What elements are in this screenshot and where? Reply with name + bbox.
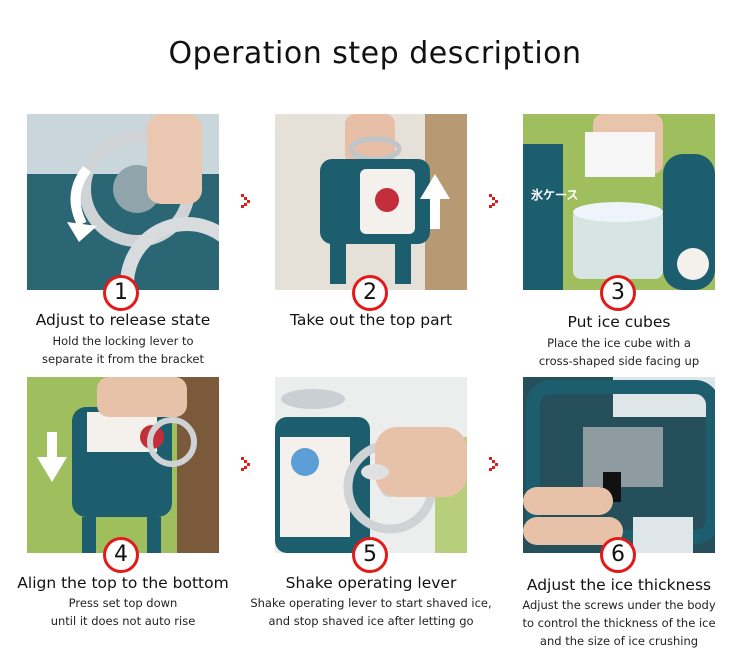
- step-4-title: Align the top to the bottom: [17, 574, 229, 592]
- step-6-title: Adjust the ice thickness: [526, 576, 712, 594]
- chevron-right-pixel-icon: [489, 457, 498, 471]
- step-6-desc-line-1: Adjust the screws under the body: [522, 598, 716, 612]
- step-3-title: Put ice cubes: [567, 313, 671, 331]
- step-3-desc-line-1: Place the ice cube with a: [547, 336, 691, 350]
- chevron-right-pixel-icon: [241, 457, 250, 471]
- step-1-number-badge: 1: [103, 275, 139, 311]
- page-title: Operation step description: [168, 36, 582, 71]
- step-3-photo: 氷ケース: [523, 114, 715, 290]
- step-1-desc-line-2: separate it from the bracket: [42, 352, 204, 366]
- step-6-number-badge: 6: [600, 537, 636, 573]
- chevron-right-pixel-icon: [241, 194, 250, 208]
- step-4-desc-line-1: Press set top down: [68, 596, 178, 610]
- step-3-number-badge: 3: [600, 275, 636, 311]
- ice-case-label: 氷ケース: [531, 188, 579, 202]
- step-1-desc-line-1: Hold the locking lever to: [52, 334, 194, 348]
- step-1-title: Adjust to release state: [35, 311, 211, 329]
- chevron-right-pixel-icon: [489, 194, 498, 208]
- step-5-title: Shake operating lever: [285, 574, 457, 592]
- step-5-desc-line-1: Shake operating lever to start shaved ic…: [250, 596, 492, 610]
- step-5-desc-line-2: and stop shaved ice after letting go: [268, 614, 474, 628]
- step-4-number-badge: 4: [103, 537, 139, 573]
- step-3-desc-line-2: cross-shaped side facing up: [538, 354, 700, 368]
- step-6-desc-line-2: to control the thickness of the ice: [522, 616, 716, 630]
- step-5-number-badge: 5: [352, 537, 388, 573]
- step-4-desc-line-2: until it does not auto rise: [50, 614, 196, 628]
- step-2-title: Take out the top part: [289, 311, 453, 329]
- step-2-number-badge: 2: [352, 275, 388, 311]
- step-5-photo: [275, 377, 467, 553]
- step-6-desc-line-3: and the size of ice crushing: [539, 634, 699, 648]
- step-1-photo: [27, 114, 219, 290]
- step-2-photo: [275, 114, 467, 290]
- step-6-photo: [523, 377, 715, 553]
- step-4-photo: [27, 377, 219, 553]
